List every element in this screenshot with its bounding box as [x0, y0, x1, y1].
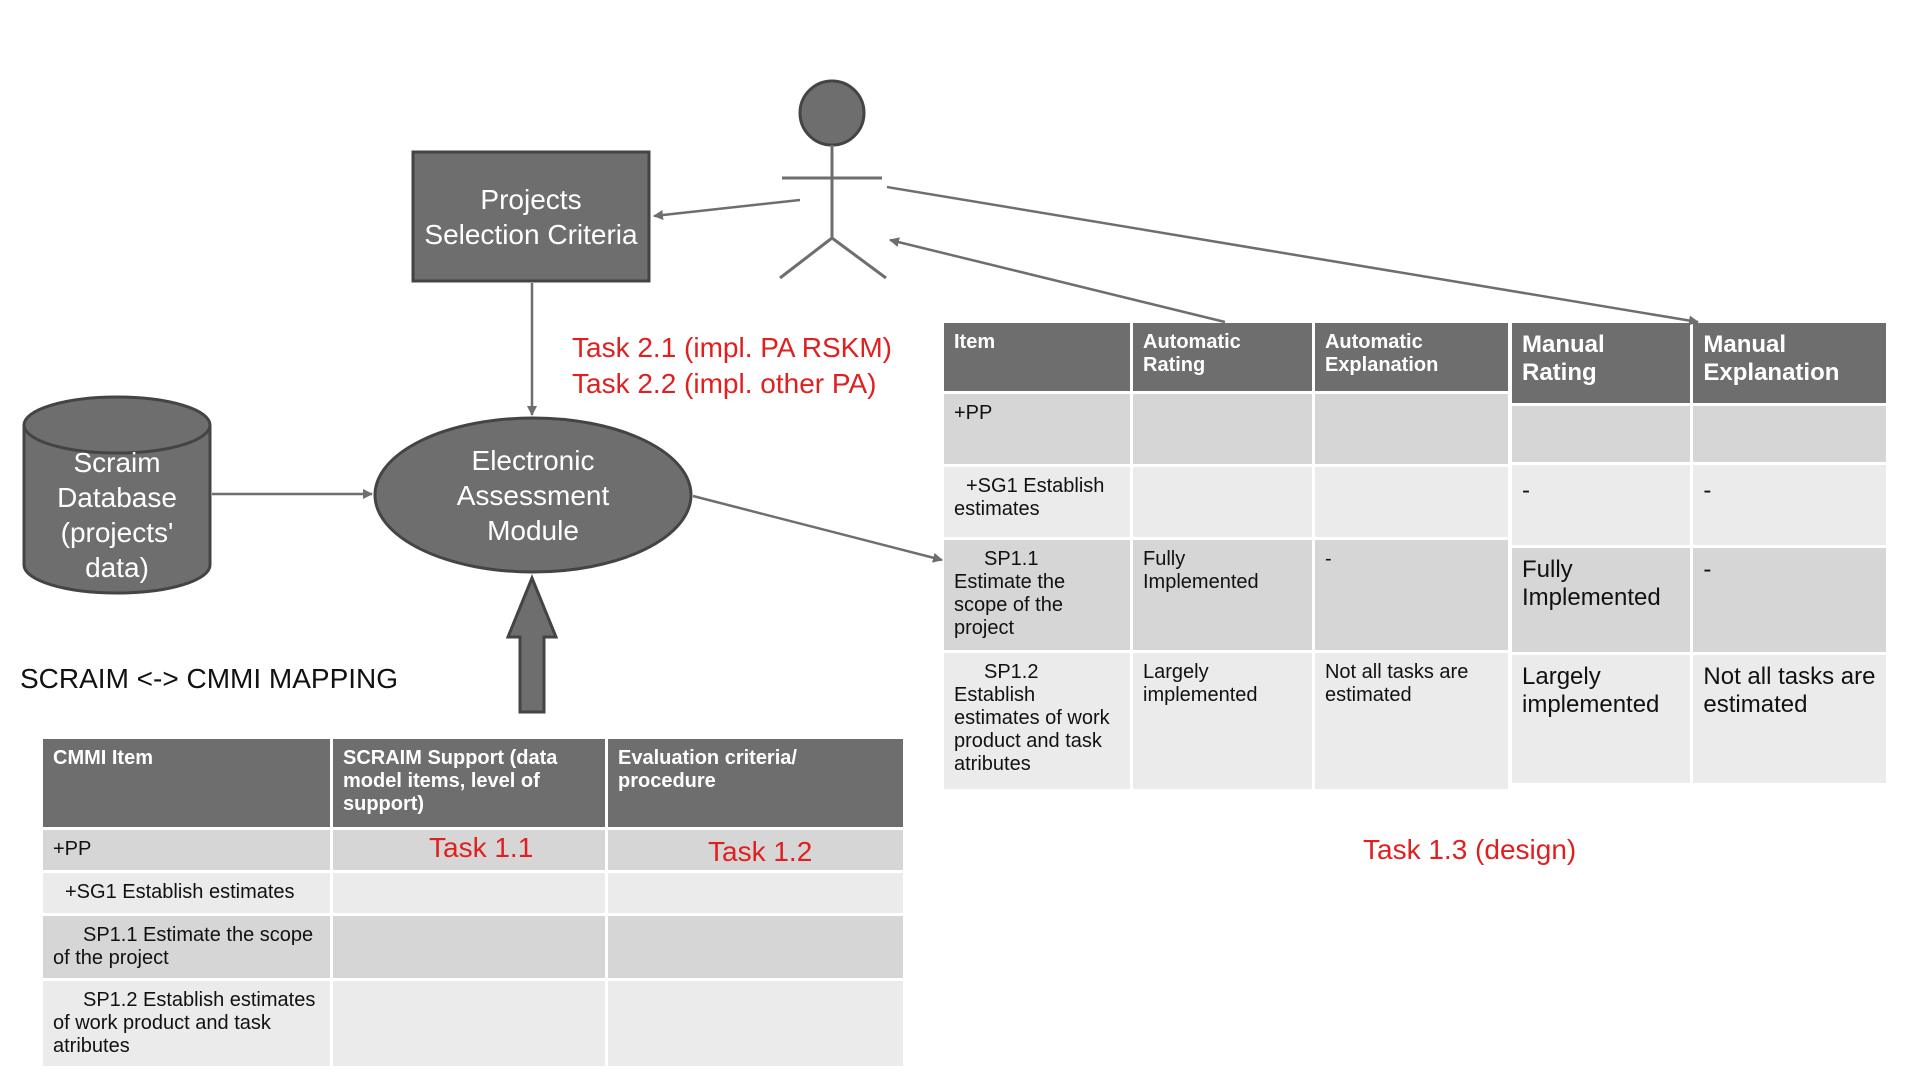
manual-header-explanation: Manual Explanation — [1693, 323, 1886, 403]
table-row: +PP Task 1.1 Task 1.2 — [43, 830, 903, 870]
task-2-1-label: Task 2.1 (impl. PA RSKM) — [572, 332, 893, 363]
arrow-auto-table-to-actor — [889, 237, 1226, 324]
user-actor-icon — [779, 79, 887, 280]
manual-rating-table: Manual Rating Manual Explanation - - Ful… — [1509, 320, 1889, 786]
electronic-module-label: Electronic Assessment Module — [456, 444, 610, 546]
auto-header-rating: Automatic Rating — [1133, 323, 1312, 391]
arrow-actor-to-manual-table — [886, 185, 1699, 326]
arrow-actor-to-selection — [653, 198, 801, 220]
task-1-2-label: Task 1.2 — [708, 836, 813, 867]
mapping-header-cmmi: CMMI Item — [43, 739, 330, 827]
table-row: - - — [1512, 465, 1886, 545]
scraim-database-cylinder — [22, 395, 212, 595]
automatic-rating-table: Item Automatic Rating Automatic Explanat… — [941, 320, 1511, 792]
scraim-database-label: Scraim Database (projects' data) — [57, 447, 177, 583]
table-row: Fully Implemented - — [1512, 548, 1886, 652]
projects-selection-box — [411, 150, 651, 283]
table-row: SP1.1 Estimate the scope of the project — [43, 916, 903, 978]
table-row: +PP — [944, 394, 1508, 464]
table-row: SP1.2 Establish estimates of work produc… — [944, 653, 1508, 789]
mapping-title: SCRAIM <-> CMMI MAPPING — [20, 663, 399, 694]
projects-selection-label: Projects Selection Criteria — [424, 183, 638, 250]
table-row: +SG1 Establish estimates — [944, 467, 1508, 537]
table-row: SP1.2 Establish estimates of work produc… — [43, 981, 903, 1066]
arrow-module-to-auto-table — [692, 494, 943, 563]
table-row: Largely implemented Not all tasks are es… — [1512, 655, 1886, 783]
task-1-3-label: Task 1.3 (design) — [1363, 834, 1577, 865]
mapping-header-criteria: Evaluation criteria/ procedure — [608, 739, 903, 827]
auto-header-explanation: Automatic Explanation — [1314, 323, 1508, 391]
electronic-assessment-ellipse — [373, 416, 693, 574]
mapping-header-support: SCRAIM Support (data model items, level … — [333, 739, 605, 827]
mapping-up-arrow — [505, 574, 559, 714]
task-1-1-label: Task 1.1 — [429, 832, 534, 863]
table-row: SP1.1 Estimate the scope of the project … — [944, 540, 1508, 650]
table-row — [1512, 406, 1886, 462]
manual-header-rating: Manual Rating — [1512, 323, 1691, 403]
auto-header-item: Item — [944, 323, 1130, 391]
mapping-table: CMMI Item SCRAIM Support (data model ite… — [40, 736, 906, 1069]
task-2-2-label: Task 2.2 (impl. other PA) — [572, 368, 877, 399]
table-row: +SG1 Establish estimates — [43, 873, 903, 913]
